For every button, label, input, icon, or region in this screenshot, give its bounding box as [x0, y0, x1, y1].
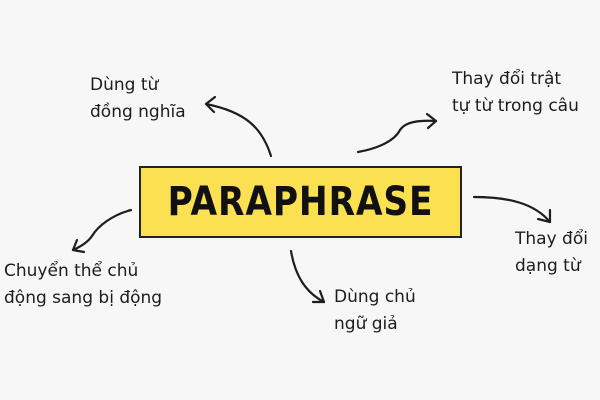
arrow-word-order	[356, 119, 438, 154]
arrowhead-passive	[71, 238, 86, 254]
arrow-passive	[71, 208, 133, 252]
branch-dummy-subject-line1: Dùng chủ	[334, 287, 416, 307]
arrow-synonyms	[204, 102, 273, 158]
branch-dummy-subject: Dùng chủ ngữ giả	[334, 284, 416, 338]
branch-synonyms: Dùng từ đồng nghĩa	[90, 72, 186, 126]
arrow-dummy-subject	[289, 249, 326, 304]
central-topic-label: PARAPHRASE	[167, 179, 434, 225]
branch-word-order-line2: tự từ trong câu	[452, 96, 579, 116]
arrowhead-dummy-subject	[311, 289, 326, 304]
branch-dummy-subject-line2: ngữ giả	[334, 314, 398, 334]
branch-synonyms-line2: đồng nghĩa	[90, 102, 186, 122]
branch-word-order: Thay đổi trật tự từ trong câu	[452, 66, 579, 120]
branch-passive-voice-line1: Chuyển thể chủ	[4, 261, 139, 281]
branch-word-order-line1: Thay đổi trật	[452, 69, 562, 89]
branch-passive-voice-line2: động sang bị động	[4, 288, 163, 308]
branch-synonyms-line1: Dùng từ	[90, 75, 159, 95]
branch-passive-voice: Chuyển thể chủ động sang bị động	[4, 258, 162, 312]
branch-word-form: Thay đổi dạng từ	[515, 226, 588, 280]
arrowhead-word-form	[536, 208, 552, 224]
arrow-word-form	[472, 195, 552, 224]
branch-word-form-line1: Thay đổi	[515, 229, 588, 249]
central-topic-box: PARAPHRASE	[139, 166, 462, 238]
arrowhead-synonyms	[204, 95, 217, 114]
branch-word-form-line2: dạng từ	[515, 256, 581, 276]
arrowhead-word-order	[425, 112, 438, 130]
